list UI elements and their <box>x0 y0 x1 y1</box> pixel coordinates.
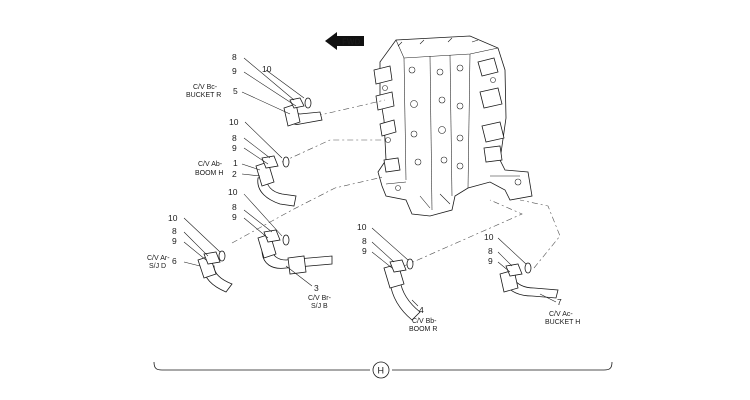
fwd-arrow: FWD <box>325 32 364 50</box>
part-number-7: 7 <box>557 297 562 307</box>
part-number-8: 8 <box>232 52 237 62</box>
view-marker-label: H <box>378 366 385 376</box>
part-number-4: 4 <box>419 305 424 315</box>
connection-label-cv-ab: C/V Ab- <box>198 161 223 168</box>
part-number-8: 8 <box>488 246 493 256</box>
part-number-2: 2 <box>232 169 237 179</box>
part-number-10: 10 <box>484 232 494 242</box>
fitting-group-cv-ac: 10 8 9 7 C/V Ac- BUCKET H <box>484 232 580 326</box>
fitting-group-cv-ab: 10 8 9 1 2 C/V Ab- BOOM H <box>195 117 297 207</box>
connection-label-boom-h: BOOM H <box>195 170 223 177</box>
connection-label-cv-ar: C/V Ar- <box>147 255 170 262</box>
fitting-group-cv-bb: 10 8 9 4 C/V Bb- BOOM R <box>357 222 437 333</box>
part-number-9: 9 <box>172 236 177 246</box>
part-number-10: 10 <box>228 187 238 197</box>
part-number-9: 9 <box>362 246 367 256</box>
part-number-10: 10 <box>262 64 272 74</box>
control-valve-block <box>373 35 533 217</box>
part-number-9: 9 <box>232 143 237 153</box>
part-number-9: 9 <box>488 256 493 266</box>
connection-label-sj-d: S/J D <box>149 263 166 270</box>
fitting-group-cv-ar: 10 8 9 6 C/V Ar- S/J D <box>147 213 233 293</box>
part-number-3: 3 <box>314 283 319 293</box>
part-number-10: 10 <box>168 213 178 223</box>
fwd-label: FWD <box>342 38 360 47</box>
leader-lines <box>231 99 561 269</box>
connection-label-cv-bc: C/V Bc- <box>193 84 218 91</box>
connection-label-cv-bb: C/V Bb- <box>412 318 437 325</box>
part-number-9: 9 <box>232 66 237 76</box>
connection-label-boom-r: BOOM R <box>409 326 437 333</box>
part-number-5: 5 <box>233 86 238 96</box>
part-number-1: 1 <box>233 158 238 168</box>
part-number-10: 10 <box>357 222 367 232</box>
connection-label-cv-br: C/V Br- <box>308 295 332 302</box>
view-bracket: H <box>153 361 613 379</box>
part-number-9: 9 <box>232 212 237 222</box>
fitting-group-cv-bc: 8 9 10 5 C/V Bc- BUCKET R <box>186 52 323 127</box>
part-number-8: 8 <box>232 133 237 143</box>
connection-label-bucket-h: BUCKET H <box>545 319 580 326</box>
connection-label-bucket-r: BUCKET R <box>186 92 221 99</box>
fitting-group-cv-br: 10 8 9 3 C/V Br- S/J B <box>228 187 333 310</box>
part-number-8: 8 <box>232 202 237 212</box>
connection-label-cv-ac: C/V Ac- <box>549 311 573 318</box>
part-number-10: 10 <box>229 117 239 127</box>
part-number-8: 8 <box>362 236 367 246</box>
connection-label-sj-b: S/J B <box>311 303 328 310</box>
part-number-6: 6 <box>172 256 177 266</box>
part-number-8: 8 <box>172 226 177 236</box>
